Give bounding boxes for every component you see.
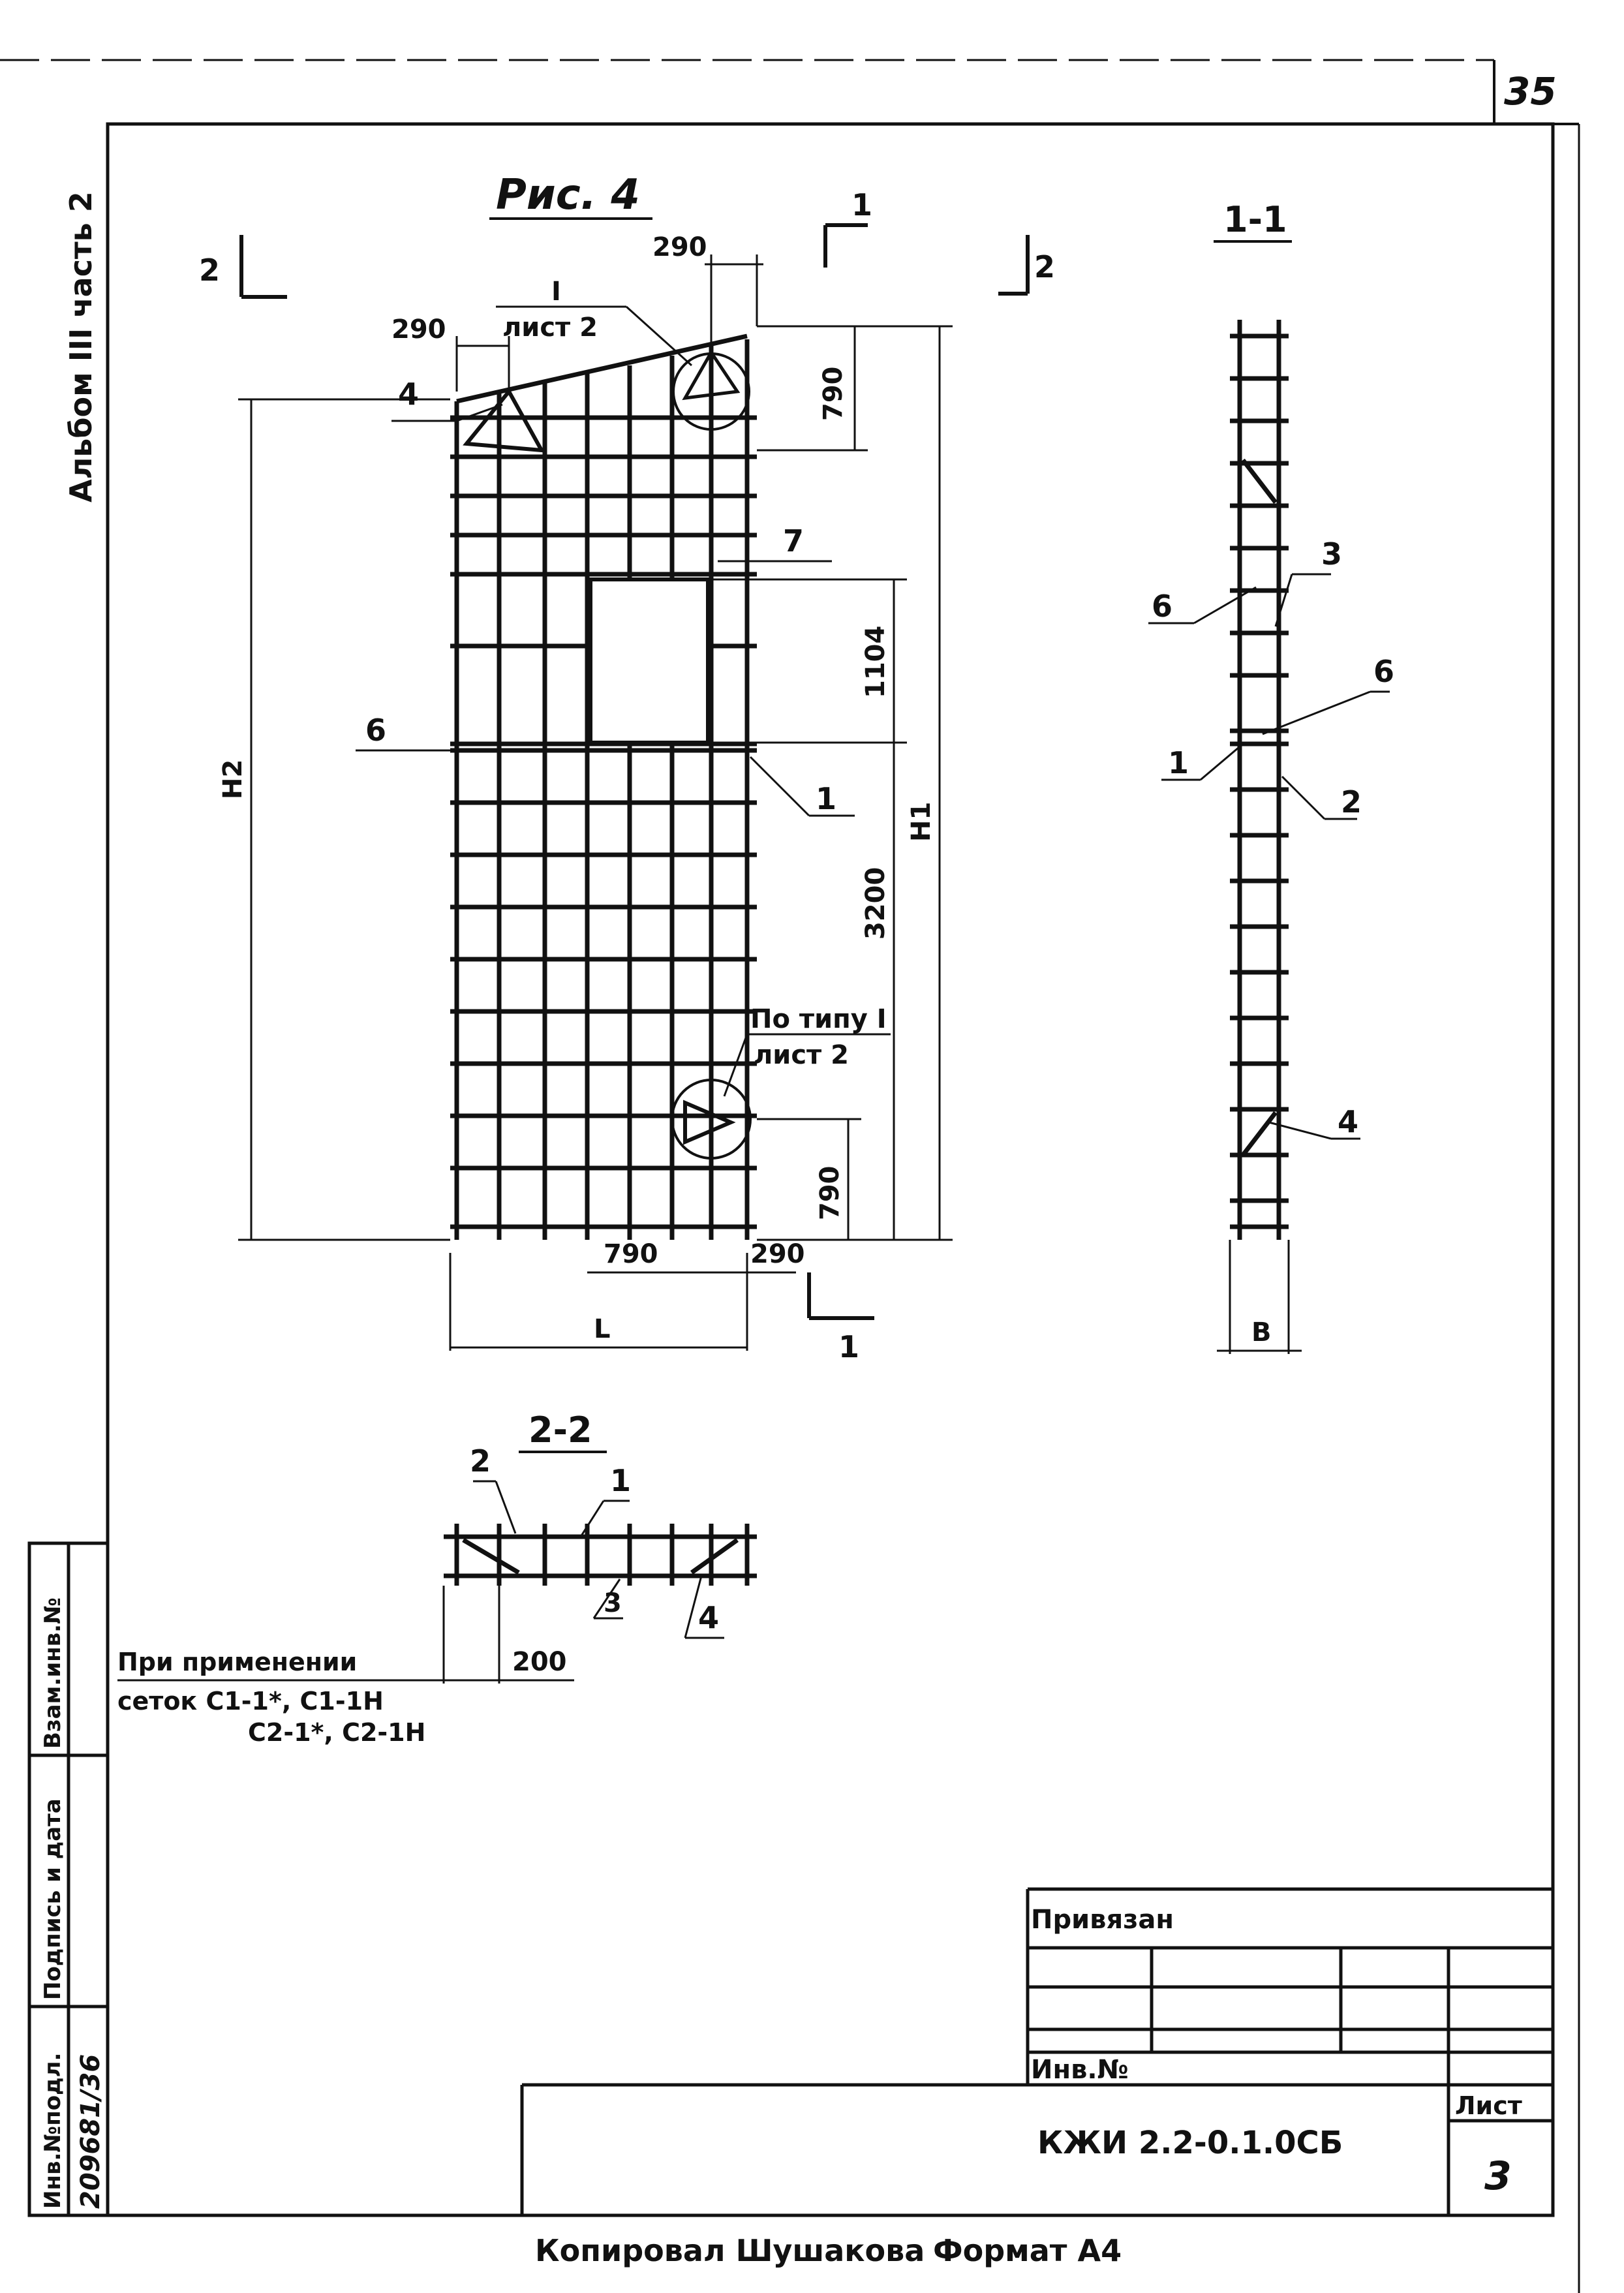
sec11-pos-3: 3 bbox=[1321, 536, 1342, 572]
dim-bottom-width: 790 bbox=[604, 1239, 658, 1269]
sec11-pos-6a: 6 bbox=[1152, 589, 1172, 624]
title-sheet-number: 3 bbox=[1484, 2153, 1512, 2199]
dim-section-width: B bbox=[1251, 1317, 1272, 1347]
callout-detail-num: I bbox=[551, 277, 561, 307]
sec11-pos-6b: 6 bbox=[1373, 654, 1394, 689]
sec22-pos-2: 2 bbox=[470, 1443, 491, 1479]
section-mark-2-right-label: 2 bbox=[1034, 249, 1055, 285]
elevation-dimensions bbox=[238, 254, 953, 1351]
title-inv-label: Инв.№ bbox=[1031, 2055, 1129, 2085]
stamp-replace-inv: Взам.инв.№ bbox=[40, 1597, 66, 1749]
elevation-leaders bbox=[356, 403, 855, 817]
dim-bottom-corner-height: 790 bbox=[815, 1166, 845, 1221]
section-mark-1-top: 1 bbox=[823, 187, 872, 268]
note-line-3: С2-1*, С2-1Н bbox=[248, 1718, 425, 1747]
callout-by-type-sheet: лист 2 bbox=[754, 1040, 849, 1070]
sec22-pos-1: 1 bbox=[610, 1463, 631, 1498]
section-1-1-drawing bbox=[1230, 320, 1289, 1240]
stamp-inv-orig: Инв.№подл. bbox=[40, 2053, 66, 2209]
left-stamp bbox=[27, 1541, 110, 2217]
elev-pos-6: 6 bbox=[365, 713, 386, 748]
dim-left-total: H2 bbox=[218, 760, 248, 799]
figure-title: Рис. 4 bbox=[496, 171, 640, 219]
section-mark-1-bottom-label: 1 bbox=[838, 1329, 859, 1364]
section-2-2-leaders bbox=[117, 1480, 724, 1684]
elev-pos-4: 4 bbox=[398, 377, 419, 412]
drawing-frame bbox=[106, 122, 1555, 2217]
sec11-pos-4: 4 bbox=[1338, 1104, 1358, 1139]
dim-total-width: L bbox=[594, 1314, 611, 1344]
dim-pitch-2-2: 200 bbox=[512, 1647, 567, 1677]
section-mark-1-top-label: 1 bbox=[851, 187, 872, 223]
dim-right-total: H1 bbox=[906, 802, 936, 842]
footer-copied-by: Копировал Шушакова bbox=[535, 2233, 925, 2268]
page-number: 35 bbox=[1504, 69, 1557, 114]
note-line-2: сеток С1-1*, С1-1Н bbox=[117, 1687, 384, 1716]
dim-top-right-offset: 290 bbox=[652, 232, 707, 262]
section-mark-2-right: 2 bbox=[998, 235, 1055, 296]
page-number-box: 35 bbox=[1493, 60, 1579, 125]
note-line-1: При применении bbox=[117, 1648, 357, 1676]
sec22-pos-4: 4 bbox=[698, 1600, 719, 1635]
title-doc-code: КЖИ 2.2-0.1.0СБ bbox=[1037, 2125, 1343, 2161]
dim-lower-height: 3200 bbox=[861, 867, 891, 940]
corner-frame-top-right bbox=[682, 349, 741, 401]
title-sheet-label: Лист bbox=[1455, 2091, 1522, 2120]
stamp-sign-date: Подпись и дата bbox=[40, 1798, 66, 2000]
section-2-2-title: 2-2 bbox=[529, 1409, 592, 1451]
album-label: Альбом III часть 2 bbox=[63, 191, 99, 502]
corner-frame-top-left bbox=[463, 388, 545, 453]
title-block bbox=[520, 1887, 1553, 2215]
dim-top-left-offset: 290 bbox=[391, 315, 446, 345]
section-1-1-title: 1-1 bbox=[1223, 199, 1287, 240]
stamp-inv-number: 209681/36 bbox=[76, 2054, 106, 2209]
footer-format: Формат А4 bbox=[933, 2233, 1122, 2268]
elev-pos-7: 7 bbox=[783, 523, 804, 559]
callout-detail-ref: I лист 2 bbox=[496, 277, 693, 367]
window-opening bbox=[589, 577, 710, 745]
sec11-pos-2: 2 bbox=[1341, 784, 1362, 820]
detail-circle-bottom bbox=[671, 1079, 752, 1160]
elev-pos-1: 1 bbox=[816, 781, 836, 816]
dim-opening-height: 1104 bbox=[861, 626, 891, 698]
callout-detail-sheet: лист 2 bbox=[502, 313, 598, 343]
dim-corner-height: 790 bbox=[818, 367, 848, 422]
section-mark-1-bottom: 1 bbox=[807, 1272, 874, 1364]
title-tied-label: Привязан bbox=[1031, 1905, 1174, 1935]
dim-bottom-offset: 290 bbox=[750, 1239, 805, 1269]
callout-by-type: По типу I лист 2 bbox=[723, 1004, 891, 1097]
sec22-pos-3: 3 bbox=[604, 1588, 622, 1618]
corner-frame-bottom bbox=[683, 1100, 736, 1145]
section-mark-2-left: 2 bbox=[199, 235, 287, 299]
sec11-pos-1: 1 bbox=[1168, 745, 1189, 780]
elevation-mesh bbox=[450, 333, 757, 1240]
callout-by-type-label: По типу I bbox=[750, 1004, 887, 1034]
section-mark-2-left-label: 2 bbox=[199, 253, 220, 288]
section-1-1-leaders bbox=[1148, 573, 1390, 1354]
section-2-2-drawing bbox=[444, 1524, 757, 1586]
